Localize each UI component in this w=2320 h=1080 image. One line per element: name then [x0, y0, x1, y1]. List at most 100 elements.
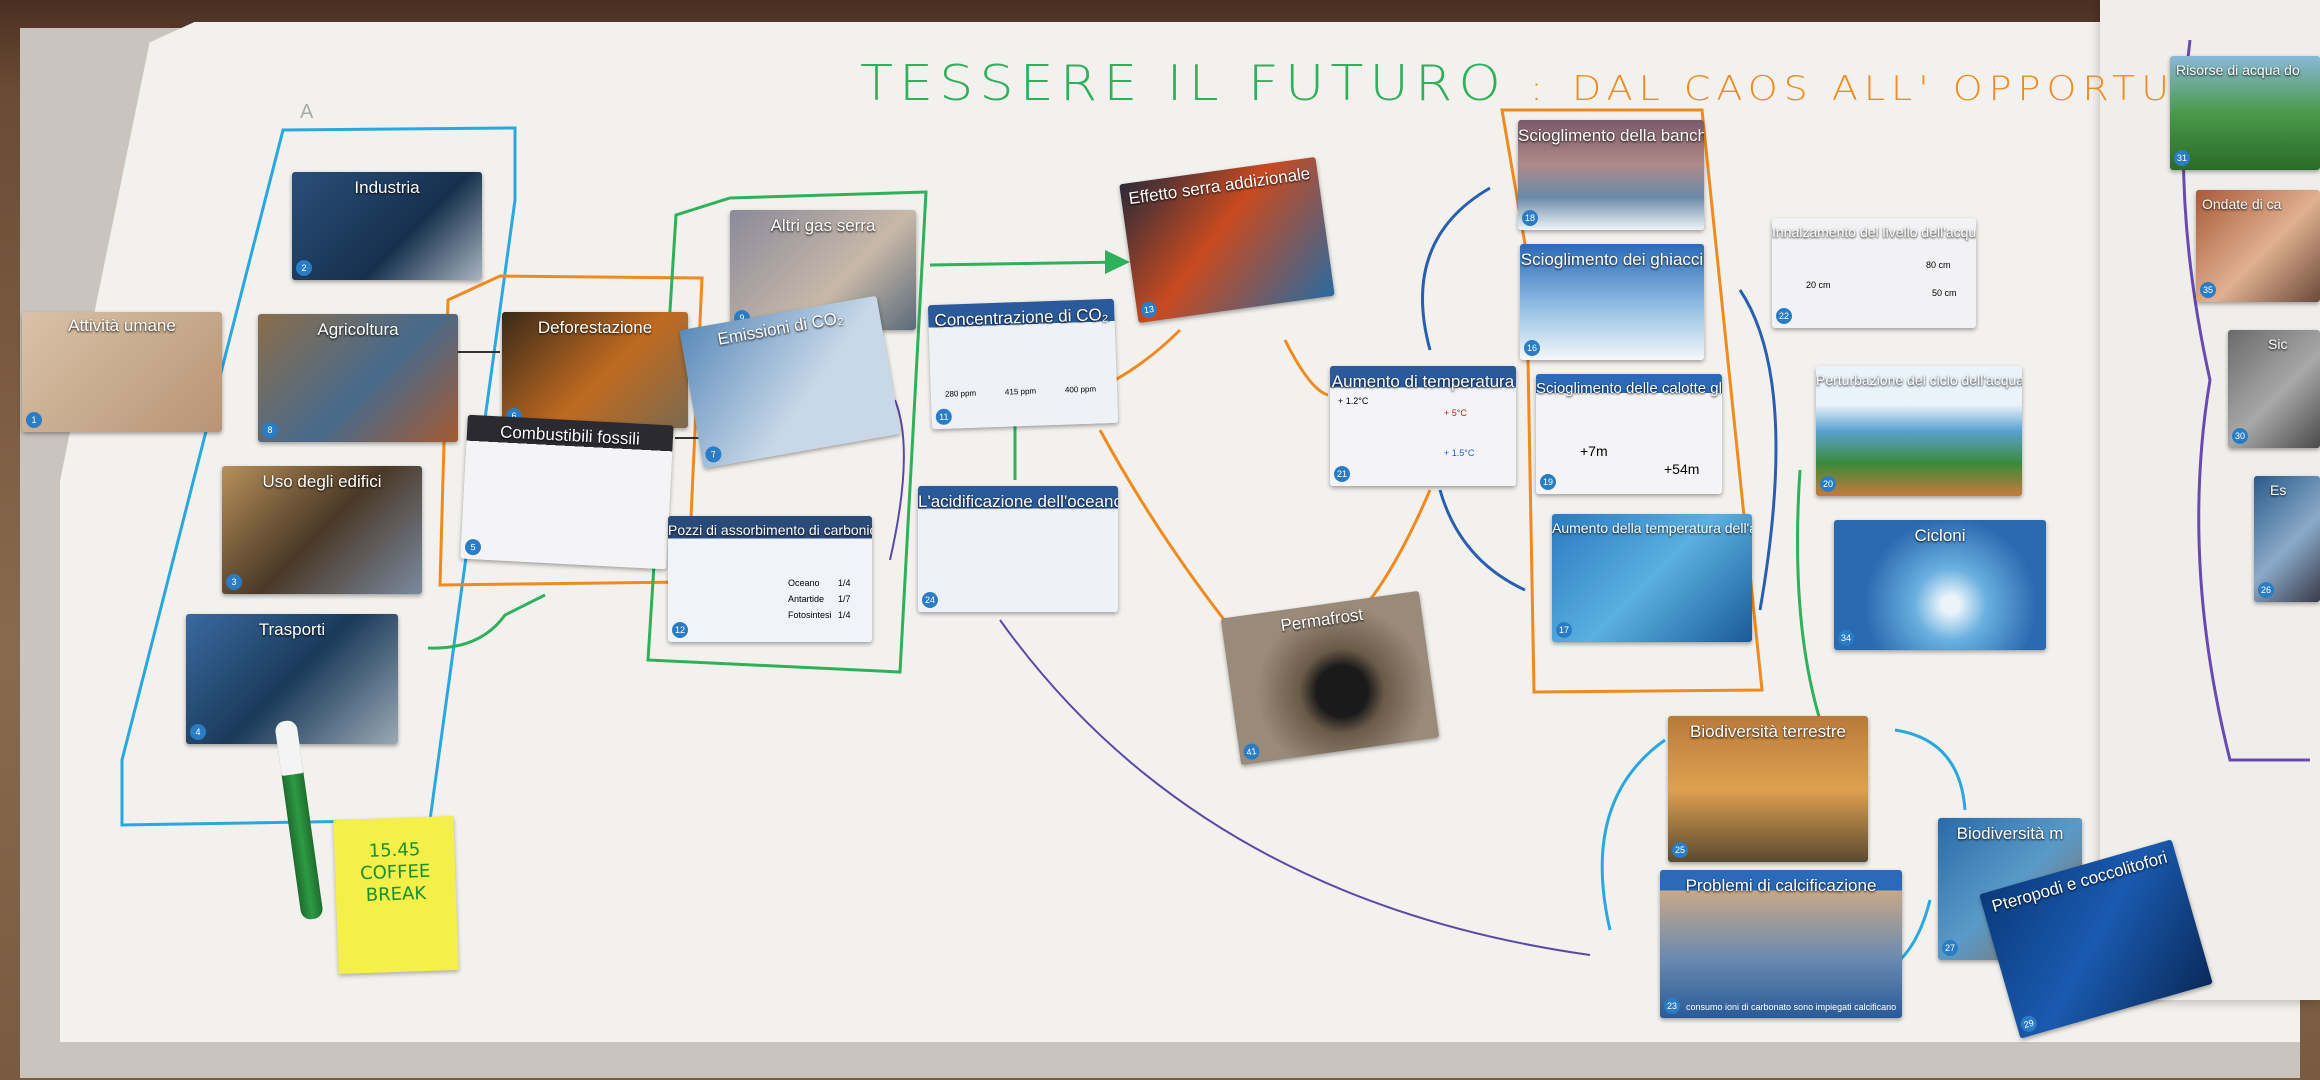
card-calotte-glaciali: Scioglimento delle calotte glaci +7m +54…: [1536, 374, 1722, 494]
card-number: 31: [2174, 150, 2190, 166]
card-number: 34: [1838, 630, 1854, 646]
card-temperatura-acqua: Aumento della temperatura dell'acqu 17: [1552, 514, 1752, 642]
card-acidificazione: L'acidificazione dell'oceano 24: [918, 486, 1118, 612]
arrow-green-2: [929, 260, 1126, 267]
card-number: 26: [2258, 582, 2274, 598]
arrow-cyan-3: [1898, 899, 1932, 962]
temp-labels: + 1.2°C + 5°C + 1.5°C: [1338, 396, 1475, 458]
co2-400-label: 400 ppm: [1065, 384, 1097, 394]
card-number: 12: [672, 622, 688, 638]
card-calcificazione: Problemi di calcificazione consumo ioni …: [1660, 870, 1902, 1018]
card-title: Cicloni: [1914, 526, 1966, 545]
card-concentrazione-co2: Concentrazione di CO₂ 280 ppm 415 ppm 40…: [927, 298, 1119, 430]
card-combustibili-fossili: Combustibili fossili 5: [460, 414, 674, 570]
card-title: Concentrazione di CO₂: [934, 305, 1109, 331]
sea-50-label: 50 cm: [1932, 288, 1957, 298]
arrow-purple-1: [999, 619, 1591, 956]
card-title: Pozzi di assorbimento di carbonio: [668, 522, 872, 538]
card-biodiversita-terrestre: Biodiversità terrestre 25: [1668, 716, 1868, 862]
title-part-1: TESSERE IL FUTURO: [860, 55, 1507, 112]
arrow-blue-1: [1421, 186, 1491, 351]
ocean-row3-val: 1/4: [838, 610, 851, 620]
card-number: 23: [1664, 998, 1680, 1014]
card-risorse-acqua: Risorse di acqua do 31: [2170, 56, 2320, 170]
card-title: Ondate di ca: [2202, 196, 2282, 212]
sheet-letter: A: [300, 101, 314, 123]
co2-415-label: 415 ppm: [1005, 387, 1037, 397]
card-number: 30: [2232, 428, 2248, 444]
arrow-orange-4: [1368, 489, 1432, 601]
card-title: Industria: [354, 178, 420, 197]
ocean-row1-val: 1/4: [838, 578, 851, 588]
ice-7m-label: +7m: [1580, 443, 1608, 459]
card-title: Aumento di temperatura: [1331, 372, 1515, 391]
sea-20-label: 20 cm: [1806, 280, 1831, 290]
arrow-green-1: [427, 593, 546, 650]
card-title: Combustibili fossili: [499, 422, 641, 449]
card-industria: Industria 2: [292, 172, 482, 280]
card-title: Sic: [2268, 336, 2288, 352]
card-number: 5: [464, 538, 482, 556]
card-number: 24: [922, 592, 938, 608]
card-title: Perturbazione del ciclo dell'acqua: [1816, 372, 2022, 388]
ice-54m-label: +54m: [1664, 461, 1699, 477]
card-number: 17: [1556, 622, 1572, 638]
ocean-table: Oceano 1/4 Antartide 1/7 Fotosintesi 1/4: [788, 578, 851, 620]
arrow-orange-1: [1283, 339, 1329, 397]
card-title: Scioglimento della banchisa: [1518, 126, 1704, 145]
card-number: 29: [2018, 1013, 2039, 1034]
card-title: Innalzamento del livello dell'acqua: [1772, 224, 1976, 240]
card-ondate-caldo: Ondate di ca 35: [2196, 190, 2320, 302]
arrow-cyan-2: [1894, 728, 1967, 811]
ocean-row2-val: 1/7: [838, 594, 851, 604]
temp-15-label: + 1.5°C: [1444, 448, 1475, 458]
card-number: 21: [1334, 466, 1350, 482]
arrow-blue-3: [1738, 289, 1778, 611]
arrow-purple-2: [889, 399, 905, 561]
title-colon: :: [1530, 68, 1549, 109]
orange-frame-deforestation: [438, 274, 704, 587]
ocean-row1-label: Oceano: [788, 578, 820, 588]
card-title: Trasporti: [258, 620, 326, 639]
card-ghiacci: Scioglimento dei ghiacci 16: [1520, 244, 1704, 360]
sea-80-label: 80 cm: [1926, 260, 1951, 270]
card-number: 41: [1242, 742, 1261, 761]
arrow-green-4: [1796, 469, 1822, 721]
card-number: 25: [1672, 842, 1688, 858]
card-title: Uso degli edifici: [262, 472, 382, 491]
card-permafrost: Permafrost 41: [1220, 590, 1440, 766]
arrow-blue-2: [1438, 489, 1526, 592]
ocean-row3-label: Fotosintesi: [788, 610, 832, 620]
card-title: Problemi di calcificazione: [1685, 876, 1877, 895]
card-number: 22: [1776, 308, 1792, 324]
card-title: Biodiversità terrestre: [1690, 722, 1846, 741]
card-title: L'acidificazione dell'oceano: [918, 492, 1118, 511]
card-number: 4: [190, 724, 206, 740]
handwritten-title: TESSERE IL FUTURO : DAL CAOS ALL' OPPORT…: [860, 55, 2301, 112]
green-frame-gases: [646, 190, 928, 674]
co2-labels: 280 ppm 415 ppm 400 ppm: [945, 384, 1097, 399]
card-deforestazione: Deforestazione 6: [502, 312, 688, 428]
card-title: Scioglimento dei ghiacci: [1520, 250, 1704, 269]
card-attivita-umane: Attività umane 1: [22, 312, 222, 432]
calc-caption: consumo ioni di carbonato sono impiegati…: [1686, 1002, 1897, 1012]
arrow-cyan-1: [1600, 738, 1666, 931]
sea-labels: 80 cm 20 cm 50 cm: [1806, 260, 1957, 298]
card-title: Altri gas serra: [770, 216, 876, 235]
card-es: Es 26: [2254, 476, 2320, 602]
card-ciclo-acqua: Perturbazione del ciclo dell'acqua 20: [1816, 366, 2022, 496]
co2-280-label: 280 ppm: [945, 389, 977, 399]
temp-5-label: + 5°C: [1444, 408, 1467, 418]
arrow-orange-3: [1098, 429, 1242, 641]
sticky-line-3: BREAK: [365, 882, 427, 907]
card-number: 7: [704, 445, 723, 464]
card-number: 35: [2200, 282, 2216, 298]
card-cicloni: Cicloni 34: [1834, 520, 2046, 650]
card-number: 8: [262, 422, 278, 438]
card-uso-edifici: Uso degli edifici 3: [222, 466, 422, 594]
card-number: 2: [296, 260, 312, 276]
card-agricoltura: Agricoltura 8: [258, 314, 458, 442]
card-livello-acqua: Innalzamento del livello dell'acqua 80 c…: [1772, 218, 1976, 328]
sticky-note: 15.45 COFFEE BREAK: [333, 815, 459, 975]
arrow-orange-2: [1114, 328, 1182, 382]
